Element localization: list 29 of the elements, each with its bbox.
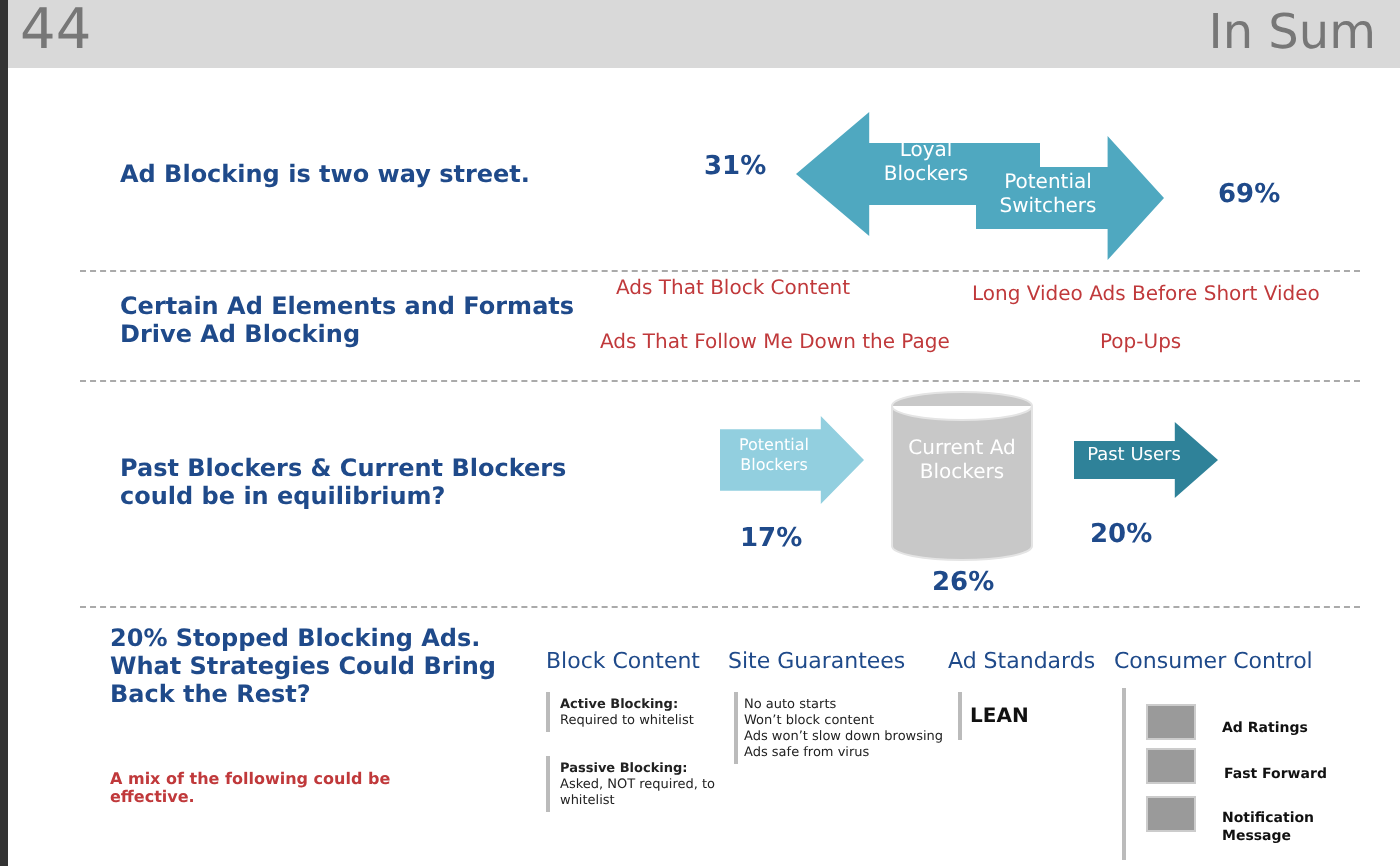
slide-title: In Sum: [1208, 4, 1376, 60]
ad-element-text: Ads That Follow Me Down the Page: [600, 332, 950, 354]
shape-label: Potential Blockers: [736, 436, 812, 475]
row-heading: Certain Ad Elements and Formats Drive Ad Blocking: [120, 292, 577, 348]
ad-element-text: Pop-Ups: [1100, 332, 1182, 354]
right-arrow-shape: [720, 416, 864, 504]
column-heading: Site Guarantees: [728, 648, 906, 674]
shape-label: Loyal Blockers: [881, 140, 971, 188]
column-heading: Consumer Control: [1114, 648, 1313, 674]
row-heading: Past Blockers & Current Blockers could be in equilibrium?: [120, 454, 569, 510]
row-heading: Ad Blocking is two way street.: [120, 160, 532, 188]
page-number: 44: [20, 0, 92, 62]
note-text: A mix of the following could be effective.: [110, 770, 393, 806]
right-arrow-shape: [1074, 422, 1218, 498]
shape-label: Potential Switchers: [997, 172, 1099, 220]
percentage: 20%: [1090, 520, 1153, 550]
strategy-text: LEAN: [970, 706, 1029, 728]
cylinder-shape: [890, 390, 1034, 562]
column-heading: Ad Standards: [948, 648, 1096, 674]
ad-element-text: Long Video Ads Before Short Video: [972, 284, 1320, 306]
percentage: 69%: [1218, 180, 1281, 210]
column-heading: Block Content: [546, 648, 700, 674]
ad-element-text: Ads That Block Content: [616, 278, 851, 300]
percentage: 17%: [740, 524, 803, 554]
row-heading: 20% Stopped Blocking Ads. What Strategies Could Bring Back the Rest?: [110, 624, 499, 708]
percentage: 31%: [704, 152, 767, 182]
percentage: 26%: [932, 568, 995, 598]
shape-label: Past Users: [1085, 446, 1183, 468]
right-arrow-shape: [976, 136, 1164, 260]
